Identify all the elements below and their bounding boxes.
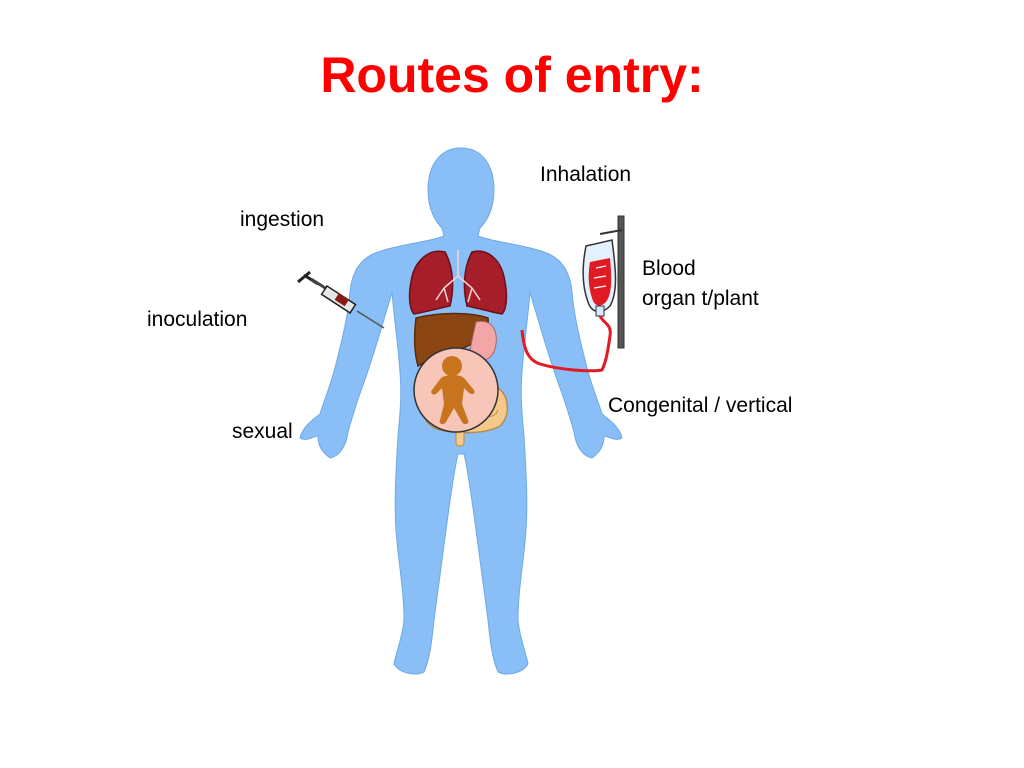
page-title: Routes of entry: — [320, 47, 704, 103]
syringe-icon — [297, 270, 385, 329]
label-organ-transplant: organ t/plant — [642, 287, 759, 310]
label-inhalation: Inhalation — [540, 163, 632, 186]
label-ingestion: ingestion — [240, 208, 325, 231]
lungs-icon — [408, 250, 508, 315]
fetus-icon — [431, 356, 475, 425]
iv-blood-bag-icon — [582, 215, 625, 349]
label-blood: Blood — [642, 257, 696, 280]
iv-line — [520, 315, 612, 373]
label-congenital: Congenital / vertical — [608, 394, 793, 417]
label-sexual: sexual — [232, 420, 293, 443]
label-inoculation: inoculation — [147, 308, 248, 331]
